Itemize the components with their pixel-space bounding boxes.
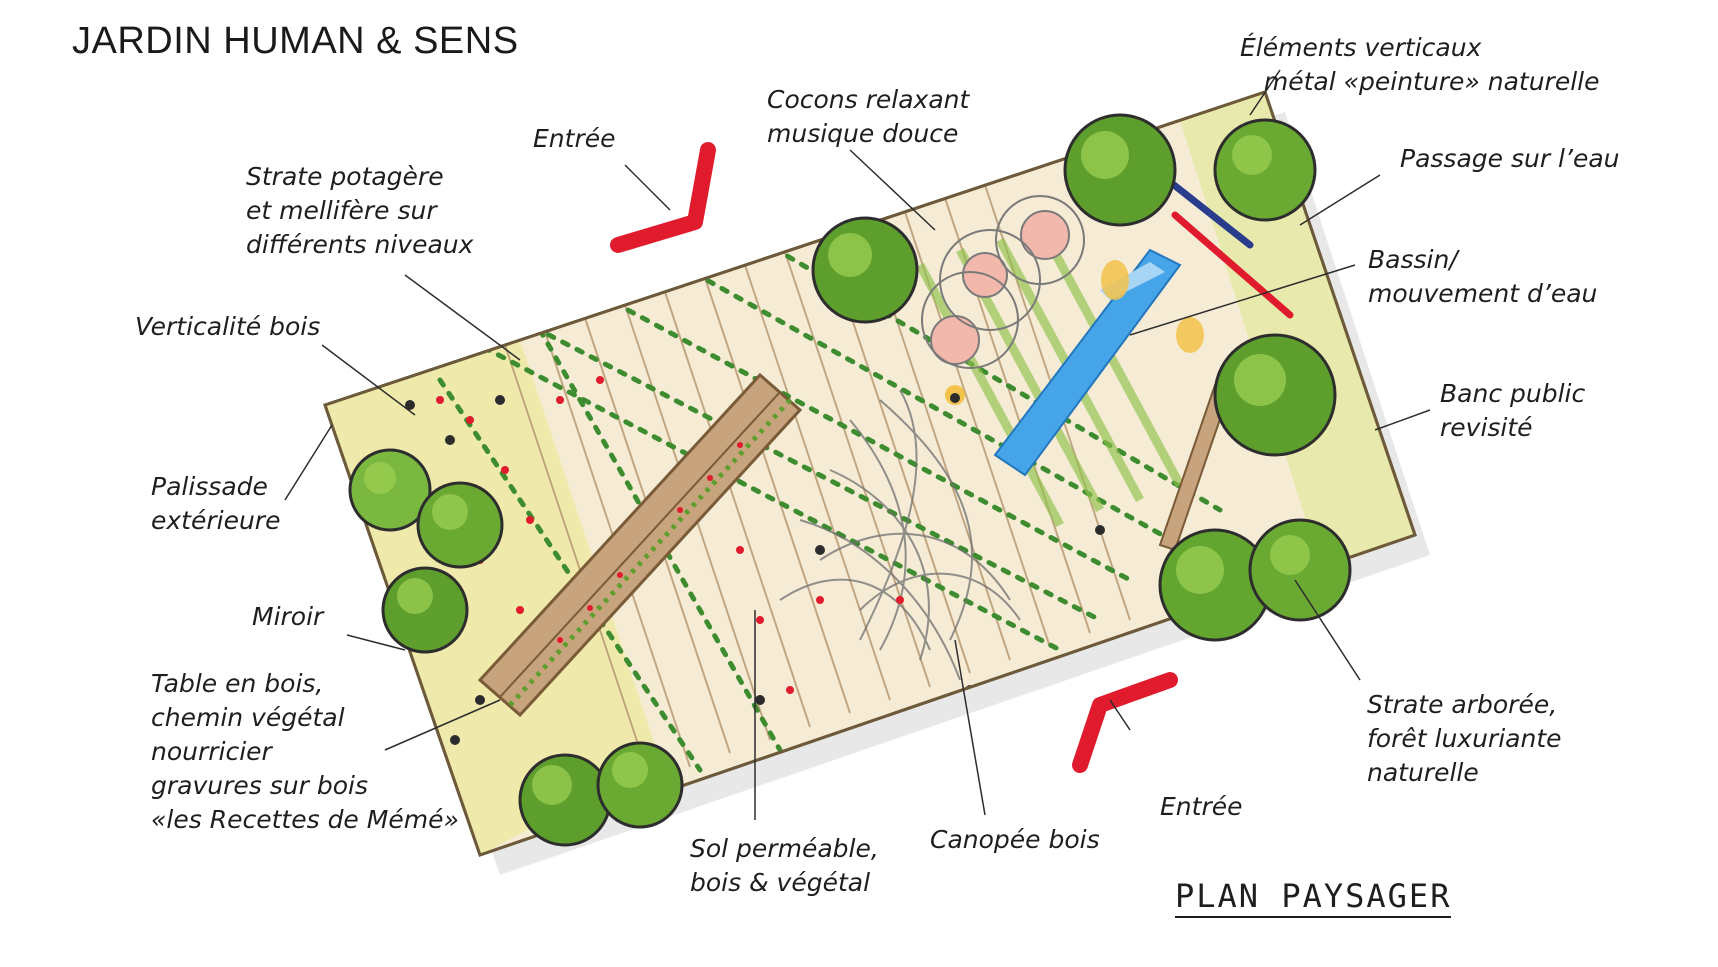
passage-bar-red (1171, 211, 1294, 319)
wood-canopy (779, 389, 1021, 681)
yellow-seats (1101, 260, 1204, 353)
label-verticalite-bois: Verticalité bois (135, 312, 321, 341)
label-cocons: Cocons relaxant musique douce (767, 85, 970, 148)
page-title: JARDIN HUMAN & SENS (72, 20, 519, 62)
label-passage-eau: Passage sur l’eau (1400, 144, 1620, 173)
plan-subtitle: PLAN PAYSAGER (1175, 877, 1452, 918)
label-strate-arboree: Strate arborée, forêt luxuriante naturel… (1367, 690, 1562, 787)
label-canopee: Canopée bois (930, 825, 1100, 854)
label-bassin: Bassin/ mouvement d’eau (1368, 245, 1598, 308)
label-miroir: Miroir (252, 602, 324, 631)
wooden-table (477, 372, 803, 718)
leader-lines (284, 69, 1431, 820)
label-sol-permeable: Sol perméable, bois & végétal (690, 834, 879, 897)
label-strate-potagere: Strate potagère et mellifère sur différe… (246, 162, 474, 259)
label-palissade: Palissade extérieure (151, 472, 281, 535)
entrance-path-bottom (1072, 672, 1178, 773)
water-basin (993, 248, 1182, 477)
entrance-path-top (610, 142, 716, 253)
label-entree-top: Entrée (533, 124, 616, 153)
relaxing-cocoons (921, 195, 1085, 405)
label-elements-verticaux: Éléments verticaux métal «peinture» natu… (1240, 33, 1600, 96)
label-entree-bottom: Entrée (1160, 792, 1243, 821)
label-banc-public: Banc public revisité (1440, 379, 1586, 442)
label-table-bois: Table en bois, chemin végétal nourricier… (151, 669, 459, 834)
tree-highlights (364, 131, 1310, 805)
